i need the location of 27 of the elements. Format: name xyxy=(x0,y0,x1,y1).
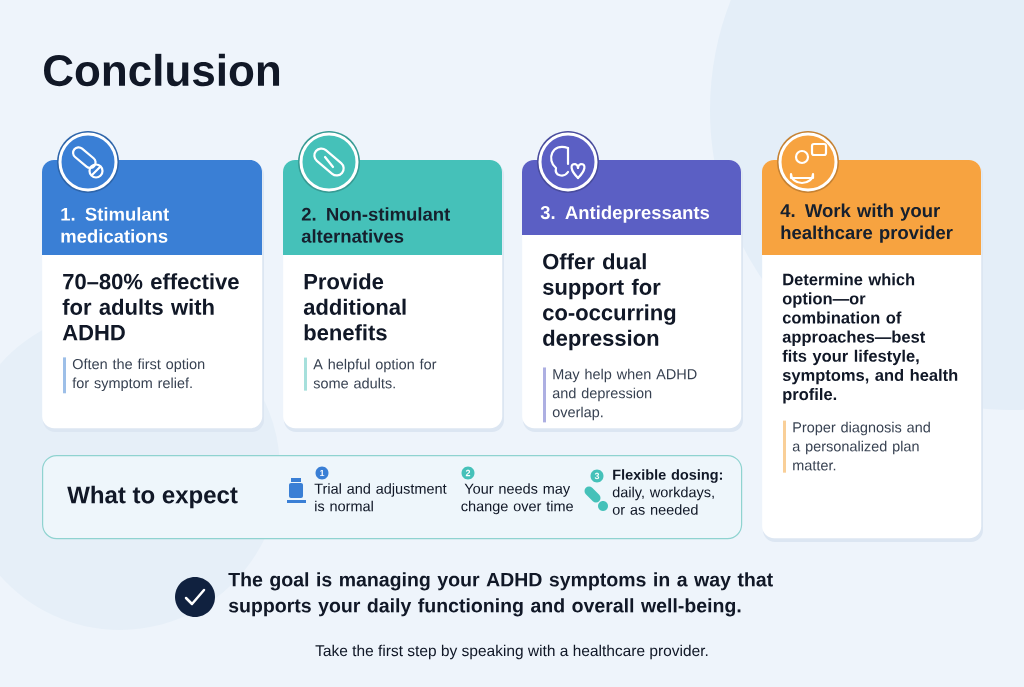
card-statement: Offer dual support for co-occurring depression xyxy=(543,253,676,351)
card-statement: 70–80% effective for adults with ADHD xyxy=(62,273,239,341)
call-to-action: Take the first step by speaking with a healthcare provider. xyxy=(315,644,708,660)
card-heading: 4. Work with your healthcare provider xyxy=(780,203,953,243)
card-statement: Provide additional benefits xyxy=(303,273,406,341)
step-number: 1 xyxy=(315,466,329,480)
panel-heading: What to expect xyxy=(67,485,238,509)
info-card xyxy=(42,131,264,432)
info-card xyxy=(522,131,743,432)
card-note: A helpful option for some adults. xyxy=(313,358,437,389)
step-number: 2 xyxy=(461,466,475,480)
step-number: 3 xyxy=(590,469,604,483)
summary-panel xyxy=(42,455,743,540)
goal-statement: The goal is managing your ADHD symptoms in a way that supports your daily functioning and overall well-being. xyxy=(228,572,773,617)
page-title: Conclusion xyxy=(44,53,280,87)
info-card xyxy=(762,131,983,542)
info-card xyxy=(283,131,504,432)
card-statement: Determine which option—or combination of approaches—best fits your lifestyle, symptoms, and health profile. xyxy=(782,273,958,404)
card-heading: 3. Antidepressants xyxy=(540,205,710,223)
step-text: Flexible dosing: daily, workdays, or as needed xyxy=(612,469,722,515)
card-heading: 1. Stimulant medications xyxy=(61,207,169,243)
card-heading: 2. Non-stimulant alternatives xyxy=(301,207,451,243)
card-note: May help when ADHD and depression overlap. xyxy=(552,368,697,421)
step-text: Your needs may change over time xyxy=(461,483,573,515)
step-text: Trial and adjustment is normal xyxy=(314,483,447,512)
card-note: Proper diagnosis and a personalized plan matter. xyxy=(792,421,930,471)
card-note: Often the first option for symptom relief. xyxy=(72,358,205,392)
